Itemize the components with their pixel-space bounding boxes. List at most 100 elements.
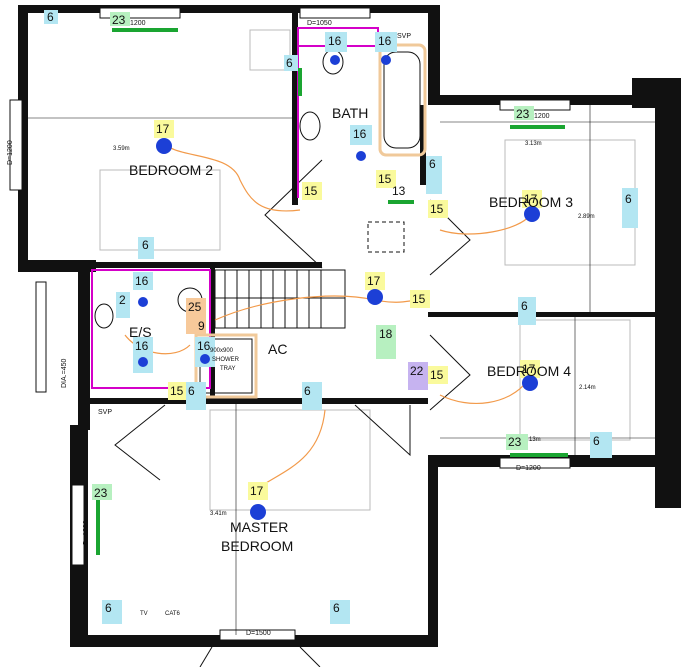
window-bedroom2-top (99, 7, 181, 19)
bath-sink (299, 111, 321, 141)
cable-b4 (439, 379, 529, 405)
bath-tub (378, 43, 427, 157)
cable-b2 (162, 139, 301, 212)
tag-bg-16f (195, 337, 215, 367)
light-b4 (522, 375, 538, 391)
radiator-landing (388, 200, 414, 204)
tag-6: 6 (105, 601, 112, 615)
cable-master (257, 409, 326, 489)
tag-bg-23c (506, 434, 528, 450)
tag-16: 16 (135, 274, 149, 288)
radiator-master (96, 495, 100, 555)
fan-es-3 (200, 354, 210, 364)
tag-bg-23b (514, 106, 534, 120)
label-d1050: D=1050 (307, 20, 332, 27)
tag-15: 15 (430, 202, 444, 216)
tag-bg-6h (186, 382, 206, 410)
tag-17: 17 (250, 484, 264, 498)
walls (18, 5, 681, 647)
wall-b3-left (420, 105, 426, 185)
tag-bg-23d (92, 484, 112, 500)
room-master-line1: MASTER (230, 519, 288, 535)
shower-label-3: TRAY (220, 366, 236, 372)
tag-6: 6 (188, 384, 195, 398)
label-d1200-master: D=1200 (83, 520, 90, 545)
bay-line-right (299, 646, 321, 667)
tag-bg-15b (376, 170, 396, 188)
wall-mid-left (18, 260, 96, 272)
tag-16: 16 (378, 34, 392, 48)
radiator-bath (298, 68, 302, 96)
tag-bg-6c (138, 237, 154, 259)
wall-es-left (78, 270, 90, 430)
staircase (214, 221, 405, 329)
tag-15: 15 (378, 172, 392, 186)
tag-bg-16b (375, 32, 397, 52)
tag-17: 17 (524, 192, 538, 206)
loft-hatch (367, 221, 405, 253)
tag-bg-18 (376, 325, 396, 359)
tag-bg-16d (133, 272, 153, 290)
tag-17: 17 (367, 274, 381, 288)
shower-label-2: SHOWER (212, 357, 240, 363)
label-d1200-top: 1200 (130, 20, 146, 27)
tag-6: 6 (286, 56, 293, 70)
tag-bg-23 (110, 12, 130, 26)
tag-6: 6 (625, 192, 632, 206)
room-bedroom4: BEDROOM 4 (487, 363, 571, 379)
cable-landing (214, 295, 421, 321)
tag-bg-6d (426, 156, 442, 194)
room-master-line2: BEDROOM (221, 538, 293, 554)
window-dia (35, 281, 47, 393)
tag-15: 15 (430, 368, 444, 382)
tag-6: 6 (429, 157, 436, 171)
windows (9, 7, 571, 641)
tag-6: 6 (304, 384, 311, 398)
ceiling-devices (138, 55, 540, 520)
tag-bg-16c (350, 125, 372, 145)
tag-2: 2 (119, 293, 126, 307)
wall-b2-bottom (96, 262, 322, 268)
es-boundary (91, 269, 211, 389)
fan-es-1 (138, 297, 148, 307)
bed-bedroom2 (99, 169, 221, 251)
tags: 6 23 6 17 6 16 16 16 15 15 13 23 6 17 15… (44, 10, 638, 624)
tag-bg-15e (428, 366, 448, 384)
fan-bath-3 (356, 151, 366, 161)
door-master-b (354, 404, 411, 457)
room-bath: BATH (332, 105, 368, 121)
window-bedroom2-left (9, 99, 23, 191)
cable-b3 (439, 214, 531, 235)
bath-tub-inner (383, 51, 421, 149)
bedside-table (249, 29, 291, 71)
tag-23: 23 (112, 13, 126, 27)
dim-b3-h: 2.89m (578, 214, 595, 220)
tag-bg-6i (302, 382, 322, 410)
es-wc (94, 303, 114, 329)
label-d1200-b4: D=1200 (516, 465, 541, 472)
room-bedroom3: BEDROOM 3 (489, 194, 573, 210)
door-b2 (264, 159, 323, 269)
label-tv: TV (140, 611, 148, 617)
tag-22: 22 (410, 364, 424, 378)
tag-6: 6 (521, 299, 528, 313)
tag-bg-6k (330, 600, 350, 624)
wall-top (18, 5, 438, 13)
window-bedroom3 (499, 99, 571, 111)
tag-16: 16 (328, 34, 342, 48)
label-svp-bath: SVP (397, 33, 411, 40)
tag-bg-15c (428, 200, 448, 218)
tag-15: 15 (412, 292, 426, 306)
fan-bath-2 (381, 55, 391, 65)
tag-bg-17c (365, 272, 385, 290)
tag-bg-17 (154, 120, 174, 138)
tag-bg-6b (284, 55, 298, 71)
tag-6: 6 (142, 238, 149, 252)
label-cat6: CAT6 (165, 611, 181, 617)
dim-b4-h: 2.14m (579, 385, 596, 391)
window-bath (299, 7, 371, 19)
tag-bg-6e (622, 188, 638, 228)
radiator-b2 (112, 28, 178, 32)
wall-bath-right (428, 5, 440, 105)
tag-6: 6 (593, 434, 600, 448)
